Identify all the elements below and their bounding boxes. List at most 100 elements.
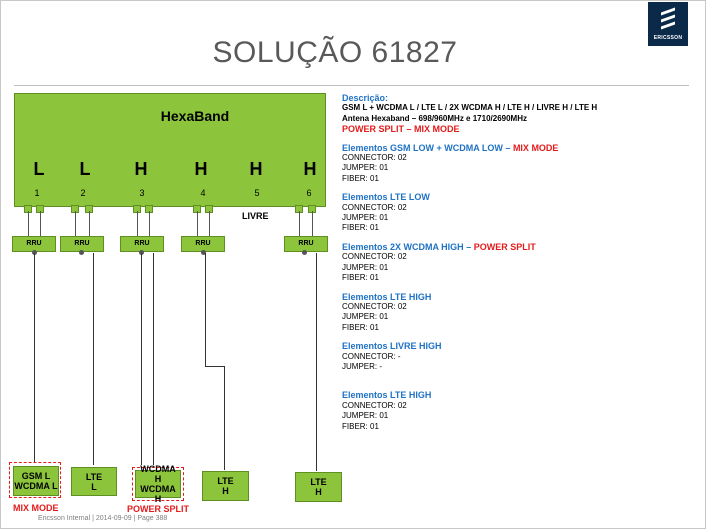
connector-count: CONNECTOR: 02 [342,202,407,212]
feeder-cable [205,366,225,367]
elements-group: Elementos LTE HIGH CONNECTOR: 02 JUMPER:… [342,390,697,432]
title-divider [14,85,689,86]
connector-count: CONNECTOR: 02 [342,400,407,410]
connector-count: CONNECTOR: 02 [342,153,407,163]
band-number: 4 [200,188,206,198]
elements-suffix: MIX MODE [512,142,559,153]
jumper-line [75,211,76,236]
feeder-connector [79,250,84,255]
description-panel: Descrição: GSM L + WCDMA L / LTE L / 2X … [342,93,697,440]
feeder-cable [205,253,206,367]
connector-count: CONNECTOR: 02 [342,252,407,262]
elements-sep: – [463,241,474,252]
jumper-count: JUMPER: 01 [342,163,389,173]
antenna-lte-high: LTE H [202,471,249,501]
antenna-label: L [91,481,97,492]
elements-sep: – [502,142,513,153]
elements-title: Elementos LTE HIGH [342,390,432,401]
jumper-line [137,211,138,236]
feeder-connector [302,250,307,255]
logo-label: ERICSSON [653,35,683,41]
connector-count: CONNECTOR: 02 [342,301,407,311]
fiber-count: FIBER: 01 [342,322,379,332]
elements-heading: Elementos LIVRE HIGH [342,341,697,351]
antenna-label: WCDMA H [140,484,176,504]
feeder-cable [224,366,225,470]
hexaband-title: HexaBand [160,108,230,124]
hexaband-block: HexaBand L L H H H H 1 2 3 4 5 6 [14,93,326,207]
antenna-label: LTE [217,476,234,486]
elements-heading: Elementos 2X WCDMA HIGH – POWER SPLIT [342,242,697,252]
slide-title: SOLUÇÃO 61827 [212,36,458,69]
antenna-wcdma-high: WCDMA H WCDMA H [135,464,181,504]
connector-count: CONNECTOR: - [342,351,401,361]
band-letter: H [303,159,317,179]
elements-title: Elementos LTE LOW [342,192,430,203]
elements-title: Elementos GSM LOW + WCDMA LOW [342,142,503,153]
antenna-lte-high: LTE H [295,472,342,502]
jumper-line [209,211,210,236]
description-line: GSM L + WCDMA L / LTE L / 2X WCDMA H / L… [342,103,598,113]
elements-heading: Elementos LTE HIGH [342,390,697,400]
elements-group: Elementos 2X WCDMA HIGH – POWER SPLIT CO… [342,242,697,284]
antenna-label: LTE [85,471,103,482]
jumper-line [312,211,313,236]
antenna-label: GSM L [21,471,51,481]
band-number: 2 [80,188,86,198]
jumper-line [89,211,90,236]
elements-title: Elementos LTE HIGH [342,291,432,302]
mix-mode-caption: MIX MODE [13,503,59,513]
description-line: Antena Hexaband – 698/960MHz e 1710/2690… [342,113,527,123]
mix-mode-highlight [9,462,61,498]
fiber-count: FIBER: 01 [342,223,379,233]
band-number: 1 [34,188,40,198]
elements-title: Elementos LIVRE HIGH [342,341,442,352]
elements-heading: Elementos LTE LOW [342,192,697,202]
slide-footer: Ericsson Internal | 2014-09-09 | Page 38… [38,515,168,522]
antenna-label: H [222,486,229,496]
feeder-cable [93,253,94,465]
elements-heading: Elementos GSM LOW + WCDMA LOW – MIX MODE [342,143,697,153]
band-number: 3 [139,188,145,198]
jumper-line [299,211,300,236]
power-split-caption: POWER SPLIT [127,504,190,514]
feeder-connector [139,250,144,255]
band-letter: L [79,159,91,179]
jumper-count: JUMPER: 01 [342,213,389,223]
ericsson-logo-icon [661,7,675,30]
description-heading: Descrição: [342,93,389,103]
fiber-count: FIBER: 01 [342,273,379,283]
jumper-count: JUMPER: 01 [342,312,389,322]
band-letter: H [134,159,148,179]
elements-heading: Elementos LTE HIGH [342,292,697,302]
power-split-highlight [132,467,184,501]
livre-label: LIVRE [242,211,269,221]
feeder-connector [32,250,37,255]
feeder-cable [34,253,35,463]
antenna-label: LTE [310,477,327,487]
elements-group: Elementos LTE HIGH CONNECTOR: 02 JUMPER:… [342,292,697,334]
elements-group: Elementos GSM LOW + WCDMA LOW – MIX MODE… [342,143,697,185]
elements-title: Elementos 2X WCDMA HIGH [342,241,464,252]
jumper-count: JUMPER: 01 [342,411,389,421]
antenna-gsm-wcdma-low: GSM L WCDMA L [13,466,59,496]
jumper-line [149,211,150,236]
elements-group: Elementos LIVRE HIGH CONNECTOR: - JUMPER… [342,341,697,372]
jumper-line [28,211,29,236]
antenna-label: WCDMA L [14,481,58,491]
fiber-count: FIBER: 01 [342,173,379,183]
jumper-count: JUMPER: - [342,361,382,371]
description-line: POWER SPLIT – MIX MODE [342,124,460,135]
fiber-count: FIBER: 01 [342,421,379,431]
band-letter: L [33,159,45,179]
feeder-connector [201,250,206,255]
band-number: 6 [306,188,312,198]
feeder-cable [153,253,154,465]
band-number: 5 [254,188,260,198]
jumper-line [197,211,198,236]
jumper-count: JUMPER: 01 [342,262,389,272]
elements-group: Elementos LTE LOW CONNECTOR: 02 JUMPER: … [342,192,697,234]
antenna-lte-low: LTE L [71,467,117,496]
band-letter: H [249,159,263,179]
feeder-cable [141,253,142,465]
